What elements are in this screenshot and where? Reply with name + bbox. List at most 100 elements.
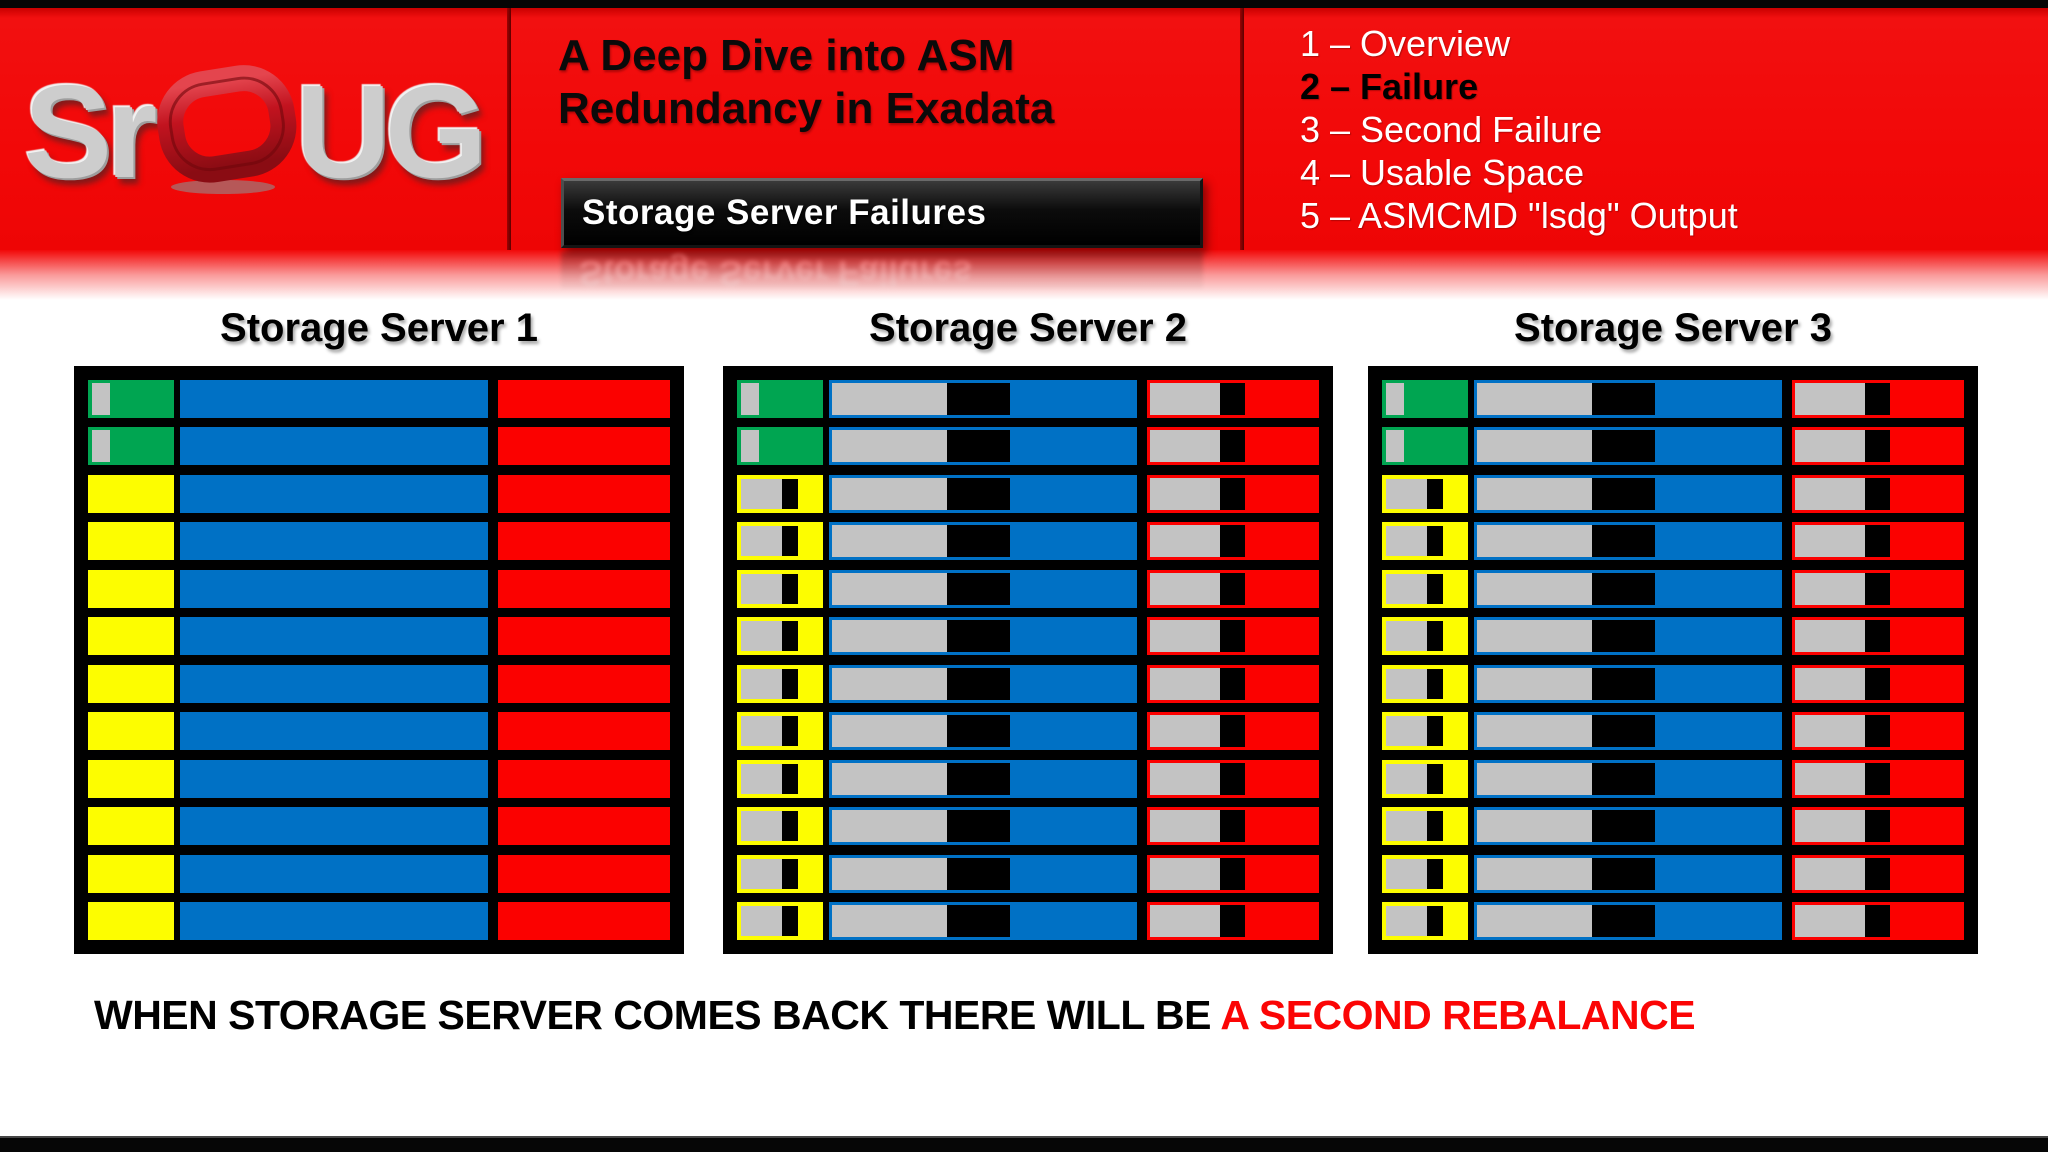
segment-gray [832,525,947,558]
disk-row-3 [88,474,670,513]
segment-gray [1150,383,1220,415]
segment-blue [1010,904,1134,937]
disk-cell-yellow-deg [1382,901,1468,940]
segment-gray [1150,525,1220,558]
disk-cell-yellow-deg [1382,664,1468,703]
segment-black [1591,904,1656,937]
disk-cell-blue-solid [180,664,488,703]
disk-cell-yellow-deg [737,474,823,513]
segment-gray [1477,525,1592,558]
segment-black [1426,811,1443,842]
disk-row-3 [1382,474,1964,513]
disk-row-3 [737,474,1319,513]
segment-blue [1655,525,1779,558]
segment-gray [1477,667,1592,700]
disk-rows [1382,380,1964,940]
segment-gray [832,430,947,463]
segment-black [781,478,798,509]
segment-gray [1150,857,1220,890]
segment-yellow [1442,478,1464,509]
bottom-note: WHEN STORAGE SERVER COMES BACK THERE WIL… [94,992,1696,1039]
disk-row-6 [88,617,670,656]
segment-blue [1010,715,1134,748]
segment-gray [832,572,947,605]
disk-rows [737,380,1319,940]
segment-yellow [797,811,819,842]
disk-row-10 [88,807,670,846]
disk-header-tab [741,430,759,463]
disk-header-tab [92,430,110,463]
segment-yellow [1442,526,1464,557]
segment-gray [832,857,947,890]
header-separator-left [507,8,511,250]
segment-yellow [1442,668,1464,699]
segment-gray [1150,904,1220,937]
top-black-strip [0,0,2048,8]
agenda-item-1: 1 – Overview [1300,23,1511,64]
segment-black [1864,430,1890,463]
segment-red [1244,904,1316,937]
disk-cell-green-tab [1382,380,1468,418]
disk-cell-yellow-solid [88,901,174,940]
segment-black [946,620,1011,653]
segment-gray [1477,477,1592,510]
disk-cell-blue-deg [1474,901,1782,940]
segment-black [781,811,798,842]
segment-black [1426,526,1443,557]
disk-cell-red-solid [498,474,670,513]
disk-cell-yellow-deg [1382,807,1468,846]
segment-black [946,857,1011,890]
segment-yellow [797,763,819,794]
segment-gray [1386,811,1427,842]
disk-row-8 [88,712,670,751]
segment-gray [741,573,782,604]
disk-cell-blue-deg [829,712,1137,751]
bottom-black-strip [0,1136,2048,1152]
segment-yellow [797,573,819,604]
disk-cell-red-deg [1147,569,1319,608]
disk-cell-blue-solid [180,474,488,513]
segment-red [1244,525,1316,558]
disk-row-12 [1382,901,1964,940]
disk-cell-blue-deg [1474,664,1782,703]
server-title-2: Storage Server 2 [869,306,1187,350]
segment-gray [1150,572,1220,605]
disk-row-5 [1382,569,1964,608]
segment-black [946,810,1011,843]
segment-black [1864,525,1890,558]
disk-cell-blue-deg [1474,712,1782,751]
segment-gray [832,667,947,700]
segment-red [1244,810,1316,843]
segment-black [1591,715,1656,748]
segment-black [1219,383,1245,415]
disk-cell-blue-deg [1474,759,1782,798]
logo-text-right: UG [295,58,487,205]
segment-black [1591,430,1656,463]
segment-black [1426,478,1443,509]
disk-cell-green-tab [88,427,174,466]
segment-black [1864,857,1890,890]
disk-cell-red-deg [1147,522,1319,561]
disk-cell-red-deg [1792,807,1964,846]
disk-cell-yellow-solid [88,759,174,798]
segment-gray [1150,477,1220,510]
segment-gray [1150,762,1220,795]
agenda-item-3: 3 – Second Failure [1300,109,1603,150]
bottom-note-black: WHEN STORAGE SERVER COMES BACK THERE WIL… [94,992,1221,1038]
disk-row-12 [737,901,1319,940]
disk-cell-red-deg [1792,901,1964,940]
disk-cell-blue-deg [829,664,1137,703]
segment-gray [1795,857,1865,890]
disk-cell-red-solid [498,380,670,418]
segment-gray [1795,477,1865,510]
segment-black [946,904,1011,937]
disk-cell-yellow-deg [737,807,823,846]
segment-black [1219,762,1245,795]
disk-cell-yellow-deg [1382,569,1468,608]
disk-header-tab [1386,383,1404,415]
disk-cell-yellow-deg [1382,617,1468,656]
disk-cell-red-deg [1792,427,1964,466]
disk-cell-yellow-solid [88,522,174,561]
disk-cell-yellow-deg [1382,474,1468,513]
